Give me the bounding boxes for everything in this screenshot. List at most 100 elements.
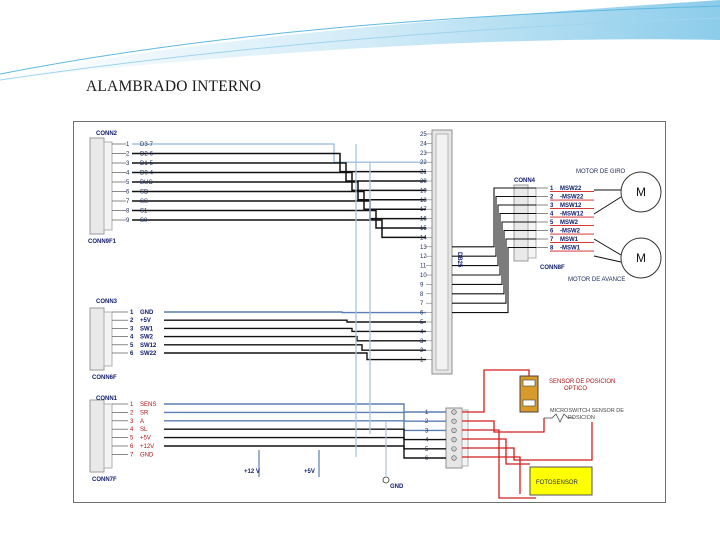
conn4-pin-4: 4: [550, 212, 554, 218]
conn2-label-4: D0-4: [140, 171, 154, 177]
db25-pin-12: 12: [420, 254, 427, 260]
db25-pin-21: 21: [420, 170, 427, 176]
conn2-pin-1: 1: [126, 142, 130, 148]
labels-layer: 2524232221201918171615141312111098765432…: [126, 132, 584, 462]
db25-pin-17: 17: [420, 207, 427, 213]
db25-pin-10: 10: [420, 273, 427, 279]
db25-conn4-wire: [452, 195, 536, 257]
conn3-label-3: SW1: [140, 326, 154, 332]
sensor-label-line1: SENSOR DE POSICION: [549, 379, 615, 385]
db25-pin-8: 8: [420, 292, 424, 298]
fotosensor-wire: [462, 456, 521, 494]
terminal-screw: [451, 409, 457, 415]
db25-pin-22: 22: [420, 160, 427, 166]
terminal-pin-3: 3: [425, 428, 429, 434]
conn4-label-1: MSW22: [560, 186, 582, 192]
conn3-body: [89, 307, 113, 371]
conn1-label-2: SR: [140, 410, 149, 416]
conn4-pin-7: 7: [550, 237, 554, 243]
conn3-label-5: SW12: [140, 343, 157, 349]
terminal-screw: [451, 427, 457, 434]
wires-layer: [112, 133, 622, 499]
conn1-label-1: SENS: [140, 402, 156, 408]
conn3-wire: [164, 344, 426, 351]
conn1-pin-5: 5: [130, 436, 134, 442]
db25-pin-3: 3: [420, 339, 424, 345]
db25-pin-6: 6: [420, 311, 424, 317]
motor-avance-symbol-text: M: [636, 251, 646, 265]
db25-pin-2: 2: [420, 348, 424, 354]
conn2-pin-8: 8: [126, 209, 130, 215]
terminal-screw: [451, 446, 457, 452]
terminal-block-body: [445, 407, 469, 469]
motor-giro-label: MOTOR DE GIRO: [576, 169, 626, 175]
motor-giro-symbol: [620, 171, 662, 213]
conn2-label-3: D1-5: [140, 161, 154, 167]
conn1-label-3: A: [140, 419, 144, 425]
conn4-pin-8: 8: [550, 246, 554, 252]
conn4-label-5: MSW2: [560, 220, 579, 226]
conn1-wire: [164, 420, 446, 432]
conn1-label-7: GND: [140, 452, 154, 458]
power-12v-label: +12 V: [244, 469, 260, 475]
conn4-pin-3: 3: [550, 203, 554, 209]
conn2-label-8: S1: [140, 209, 148, 215]
slide-title: ALAMBRADO INTERNO: [86, 78, 262, 95]
db25-pin-1: 1: [420, 358, 424, 364]
db25-pin-14: 14: [420, 235, 427, 241]
conn2-pin-4: 4: [126, 171, 130, 177]
db25-pin-24: 24: [420, 141, 427, 147]
conn4-pin-1: 1: [550, 186, 554, 192]
conn1-pin-1: 1: [130, 402, 134, 408]
conn1-label-5: +5V: [140, 436, 151, 442]
db25-pin-11: 11: [420, 264, 427, 270]
conn1-wire: [164, 445, 446, 459]
conn2-pin-7: 7: [126, 199, 130, 205]
db25-conn4-wire: [452, 246, 536, 314]
conn3-label-1: GND: [140, 310, 154, 316]
conn2-label-9: S0: [140, 218, 148, 224]
conn4-label-3: MSW12: [560, 203, 582, 209]
db25-pin-16: 16: [420, 217, 427, 223]
fotosensor-wire: [462, 438, 530, 465]
conn3-pin-6: 6: [130, 351, 134, 357]
switch-label-line2: POSICION: [568, 415, 595, 421]
conn3-wire: [164, 352, 426, 361]
conn4-name: CONN4: [514, 178, 536, 184]
db25-pin-5: 5: [420, 320, 424, 326]
motor-giro-wire: [593, 196, 622, 215]
conn4-pin-6: 6: [550, 229, 554, 235]
conn2-pin-6: 6: [126, 190, 130, 196]
conn3-wire: [164, 311, 426, 314]
fotosensor-block: [529, 466, 593, 496]
db25-pin-7: 7: [420, 301, 424, 307]
motor-avance-label: MOTOR DE AVANCE: [568, 277, 625, 283]
conn2-pin-2: 2: [126, 152, 130, 158]
fotosensor-wire: [462, 429, 536, 499]
sensor-label-line2: OPTICO: [564, 386, 587, 392]
terminal-pin-4: 4: [425, 438, 429, 444]
terminal-pin-2: 2: [425, 419, 429, 425]
sensor-wire: [462, 418, 545, 433]
power-5v-label: +5V: [304, 469, 315, 475]
conn1-pin-2: 2: [130, 410, 134, 416]
motor-giro-symbol-text: M: [636, 185, 646, 199]
db25-pin-4: 4: [420, 329, 424, 335]
conn2-label-1: D3-7: [140, 142, 154, 148]
switch-wire: [462, 422, 593, 461]
conn1-wire: [164, 428, 446, 441]
conn3-part: CONN6F: [92, 375, 117, 381]
gnd-symbol: [382, 476, 390, 484]
sensor-wire: [462, 369, 530, 413]
db25-pin-13: 13: [420, 245, 427, 251]
db25-conn4-wire: [452, 187, 536, 248]
conn4-pin-5: 5: [550, 220, 554, 226]
conn4-label-8: -MSW1: [560, 246, 581, 252]
conn1-label-4: SL: [140, 427, 148, 433]
header-swoosh-decoration: [0, 0, 720, 81]
conn2-label-2: D2-6: [140, 152, 154, 158]
motor-avance-wire: [593, 255, 622, 263]
conn2-body: [89, 137, 113, 235]
gnd-label: GND: [390, 484, 404, 490]
